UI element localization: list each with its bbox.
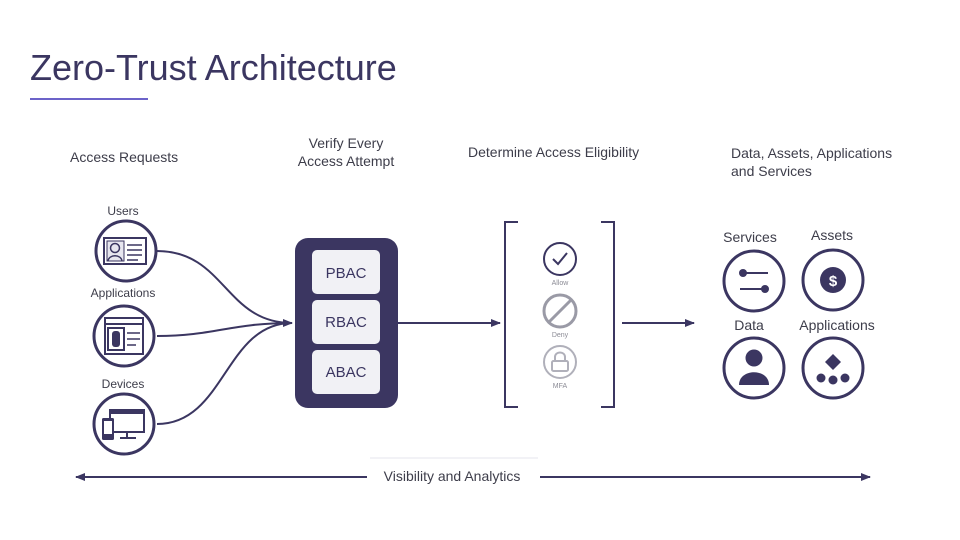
- stage-resources-line2: and Services: [731, 163, 812, 179]
- visibility-analytics-label: Visibility and Analytics: [384, 468, 521, 484]
- deny-label: Deny: [552, 332, 569, 339]
- applications-source-label: Applications: [91, 286, 156, 300]
- devices-icon: [92, 392, 156, 456]
- applications-resource-label: Applications: [799, 317, 875, 333]
- mfa-label: MFA: [553, 383, 568, 390]
- users-label: Users: [107, 204, 138, 218]
- page-title: Zero-Trust Architecture: [30, 47, 397, 88]
- data-person-icon: [722, 336, 786, 400]
- devices-connector: [156, 319, 293, 425]
- abac-card: [312, 350, 380, 394]
- data-label: Data: [734, 317, 764, 333]
- services-label: Services: [723, 229, 777, 245]
- assets-label: Assets: [811, 227, 853, 243]
- allow-check-icon: [543, 242, 577, 276]
- stage-eligibility: Determine Access Eligibility: [468, 144, 639, 160]
- pbac-card: [312, 250, 380, 294]
- dollar-symbol: $: [829, 273, 838, 290]
- request-connectors: [156, 250, 293, 425]
- pbac-label: PBAC: [326, 265, 367, 282]
- stage-verify-line1: Verify Every: [309, 135, 384, 151]
- applications-nodes-icon: [801, 336, 865, 400]
- devices-label: Devices: [102, 377, 145, 391]
- allow-label: Allow: [552, 280, 570, 287]
- eligibility-bracket: [504, 221, 615, 408]
- rbac-card: [312, 300, 380, 344]
- stage-resources-line1: Data, Assets, Applications: [731, 145, 892, 161]
- users-icon: [94, 219, 158, 283]
- applications-connector: [156, 322, 293, 337]
- services-toggle-icon: [722, 249, 786, 313]
- policy-engine: PBAC RBAC ABAC: [295, 238, 398, 408]
- users-connector: [156, 250, 293, 324]
- stage-verify-line2: Access Attempt: [298, 153, 395, 169]
- abac-label: ABAC: [326, 364, 367, 381]
- assets-dollar-icon: $: [801, 248, 865, 312]
- rbac-label: RBAC: [325, 314, 367, 331]
- stage-access-requests: Access Requests: [70, 149, 178, 165]
- mfa-lock-icon: [543, 345, 577, 379]
- deny-prohibited-icon: [542, 293, 578, 329]
- application-window-icon: [92, 304, 156, 368]
